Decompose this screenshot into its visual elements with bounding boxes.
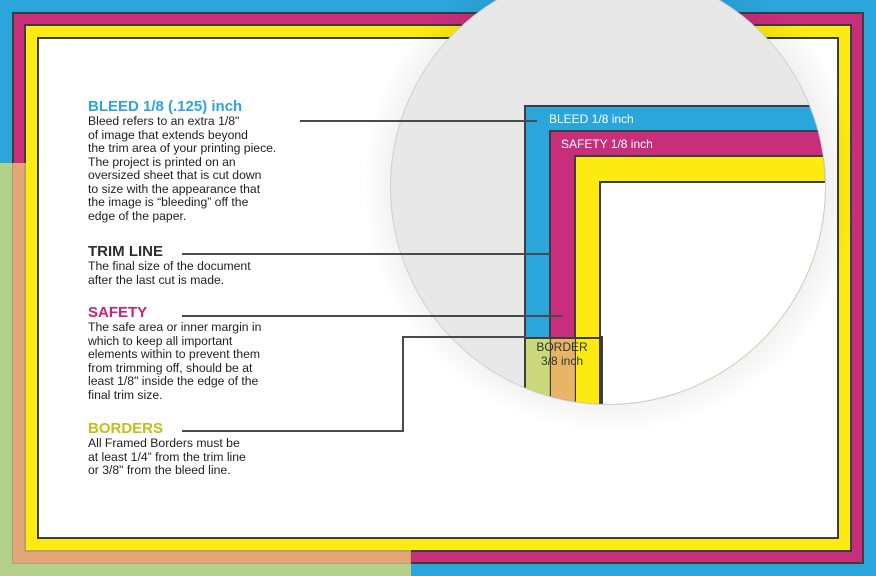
safety-heading: SAFETY — [88, 304, 148, 321]
zoomed-border-orange — [551, 339, 575, 404]
zoomed-border-label: BORDER 3/8 inch — [525, 340, 599, 368]
bleed-heading: BLEED 1/8 (.125) inch — [88, 98, 243, 115]
zoomed-document-area — [599, 181, 825, 404]
border-label-line1: BORDER — [536, 340, 588, 354]
trim-heading: TRIM LINE — [88, 243, 163, 260]
bleed-section: BLEED 1/8 (.125) inch Bleed refers to an… — [88, 99, 276, 223]
zoomed-border-top-line — [524, 337, 601, 404]
trim-leader-line — [182, 253, 550, 255]
zoomed-safety-label: SAFETY 1/8 inch — [561, 137, 653, 151]
borders-leader-line-h2 — [402, 336, 526, 338]
borders-leader-line-v — [402, 337, 404, 432]
borders-leader-line-h1 — [182, 430, 404, 432]
zoomed-bleed-label: BLEED 1/8 inch — [549, 112, 634, 126]
trim-section: TRIM LINE The final size of the document… — [88, 244, 251, 287]
borders-section: BORDERS All Framed Borders must be at le… — [88, 421, 246, 478]
zoomed-border-right-line — [601, 336, 603, 404]
bleed-leader-line — [300, 120, 537, 122]
borders-description: All Framed Borders must be at least 1/4”… — [88, 436, 246, 477]
zoomed-border-yellow — [576, 339, 599, 404]
border-overlay-inner — [37, 163, 411, 539]
safety-section: SAFETY The safe area or inner margin in … — [88, 305, 261, 402]
bleed-description: Bleed refers to an extra 1/8" of image t… — [88, 114, 277, 223]
borders-heading: BORDERS — [88, 420, 164, 437]
safety-description: The safe area or inner margin in which t… — [88, 320, 262, 402]
trim-description: The final size of the document after the… — [88, 259, 251, 287]
zoomed-border-green — [526, 339, 550, 404]
border-label-line2: 3/8 inch — [540, 354, 584, 368]
magnifier-circle: BLEED 1/8 inch SAFETY 1/8 inch BORDER 3/… — [390, 0, 826, 405]
safety-leader-line — [182, 315, 563, 317]
